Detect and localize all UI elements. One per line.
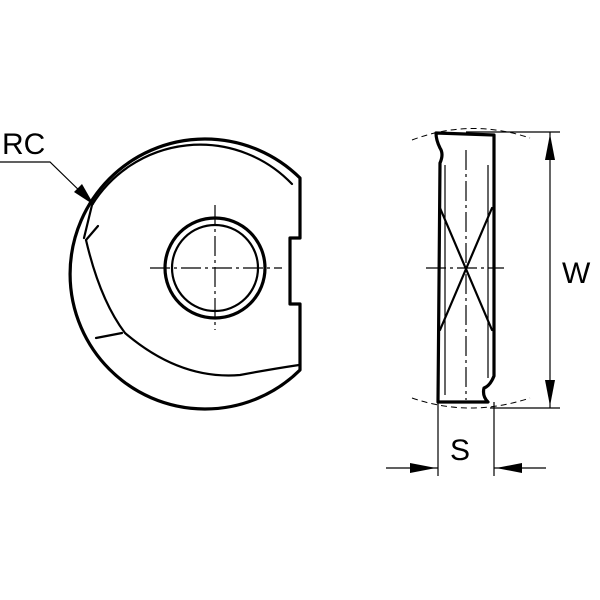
s-arrow-right: [496, 463, 522, 473]
lower-cutting-face-edge: [84, 224, 100, 242]
front-view: [68, 137, 302, 411]
side-view: [411, 128, 531, 409]
rc-callout: RC: [0, 128, 94, 205]
width-arc-bottom: [411, 397, 531, 409]
s-label: S: [450, 434, 470, 467]
w-arrow-top: [545, 134, 555, 160]
s-arrow-left: [410, 463, 436, 473]
lower-cutting-face-inner: [94, 331, 124, 340]
w-dimension: W: [466, 131, 591, 409]
insert-outline: [68, 137, 302, 411]
rc-leader-arrow: [74, 184, 94, 205]
chip-breaker-edge: [82, 143, 294, 240]
w-arrow-bottom: [545, 380, 555, 406]
s-dimension: S: [386, 402, 546, 476]
lower-cutting-face: [84, 238, 301, 377]
width-arc-top: [411, 128, 531, 141]
rc-leader-line: [0, 161, 88, 199]
side-outline: [434, 131, 496, 404]
rc-label: RC: [2, 128, 45, 161]
w-label: W: [562, 257, 591, 290]
